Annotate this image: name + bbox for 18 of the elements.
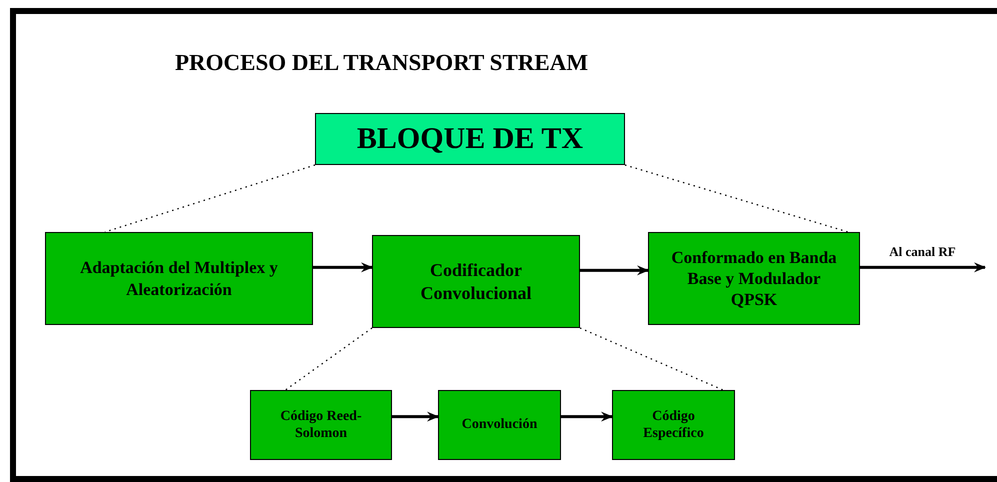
process-box: Conformado en Banda Base y Modulador QPSK bbox=[648, 232, 860, 325]
process-box: Codificador Convolucional bbox=[372, 235, 580, 328]
dotted-line bbox=[624, 164, 848, 233]
process-box: Código Específico bbox=[612, 390, 735, 460]
diagram-title: PROCESO DEL TRANSPORT STREAM bbox=[175, 49, 588, 77]
dotted-line bbox=[285, 328, 372, 390]
arrow bbox=[561, 412, 613, 422]
block-box: BLOQUE DE TX bbox=[315, 113, 625, 165]
process-box: Adaptación del Multiplex y Aleatorización bbox=[45, 232, 313, 325]
arrow bbox=[860, 262, 986, 272]
edge-label: Al canal RF bbox=[888, 245, 957, 258]
process-box: Código Reed-Solomon bbox=[250, 390, 392, 460]
arrow bbox=[580, 265, 649, 276]
process-box: Convolución bbox=[438, 390, 561, 460]
dotted-line bbox=[104, 164, 316, 233]
arrow bbox=[313, 262, 373, 272]
arrow bbox=[392, 412, 439, 422]
dotted-line bbox=[580, 327, 724, 391]
